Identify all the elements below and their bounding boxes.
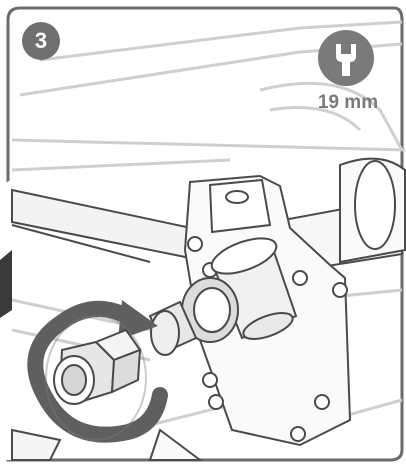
main-beam <box>11 157 406 282</box>
bolt-shaft <box>148 300 198 356</box>
rotate-arrow-icon <box>27 300 168 443</box>
dark-edge <box>0 250 12 318</box>
step-number-badge: 3 <box>22 22 60 60</box>
ring-washer <box>181 277 239 343</box>
wrench-icon <box>318 30 374 86</box>
lower-strut <box>11 428 203 461</box>
hex-nut <box>53 328 142 405</box>
step-number: 3 <box>34 28 48 53</box>
wrench-size-label: 19 mm <box>317 92 379 113</box>
wrench-glyph <box>336 44 356 76</box>
